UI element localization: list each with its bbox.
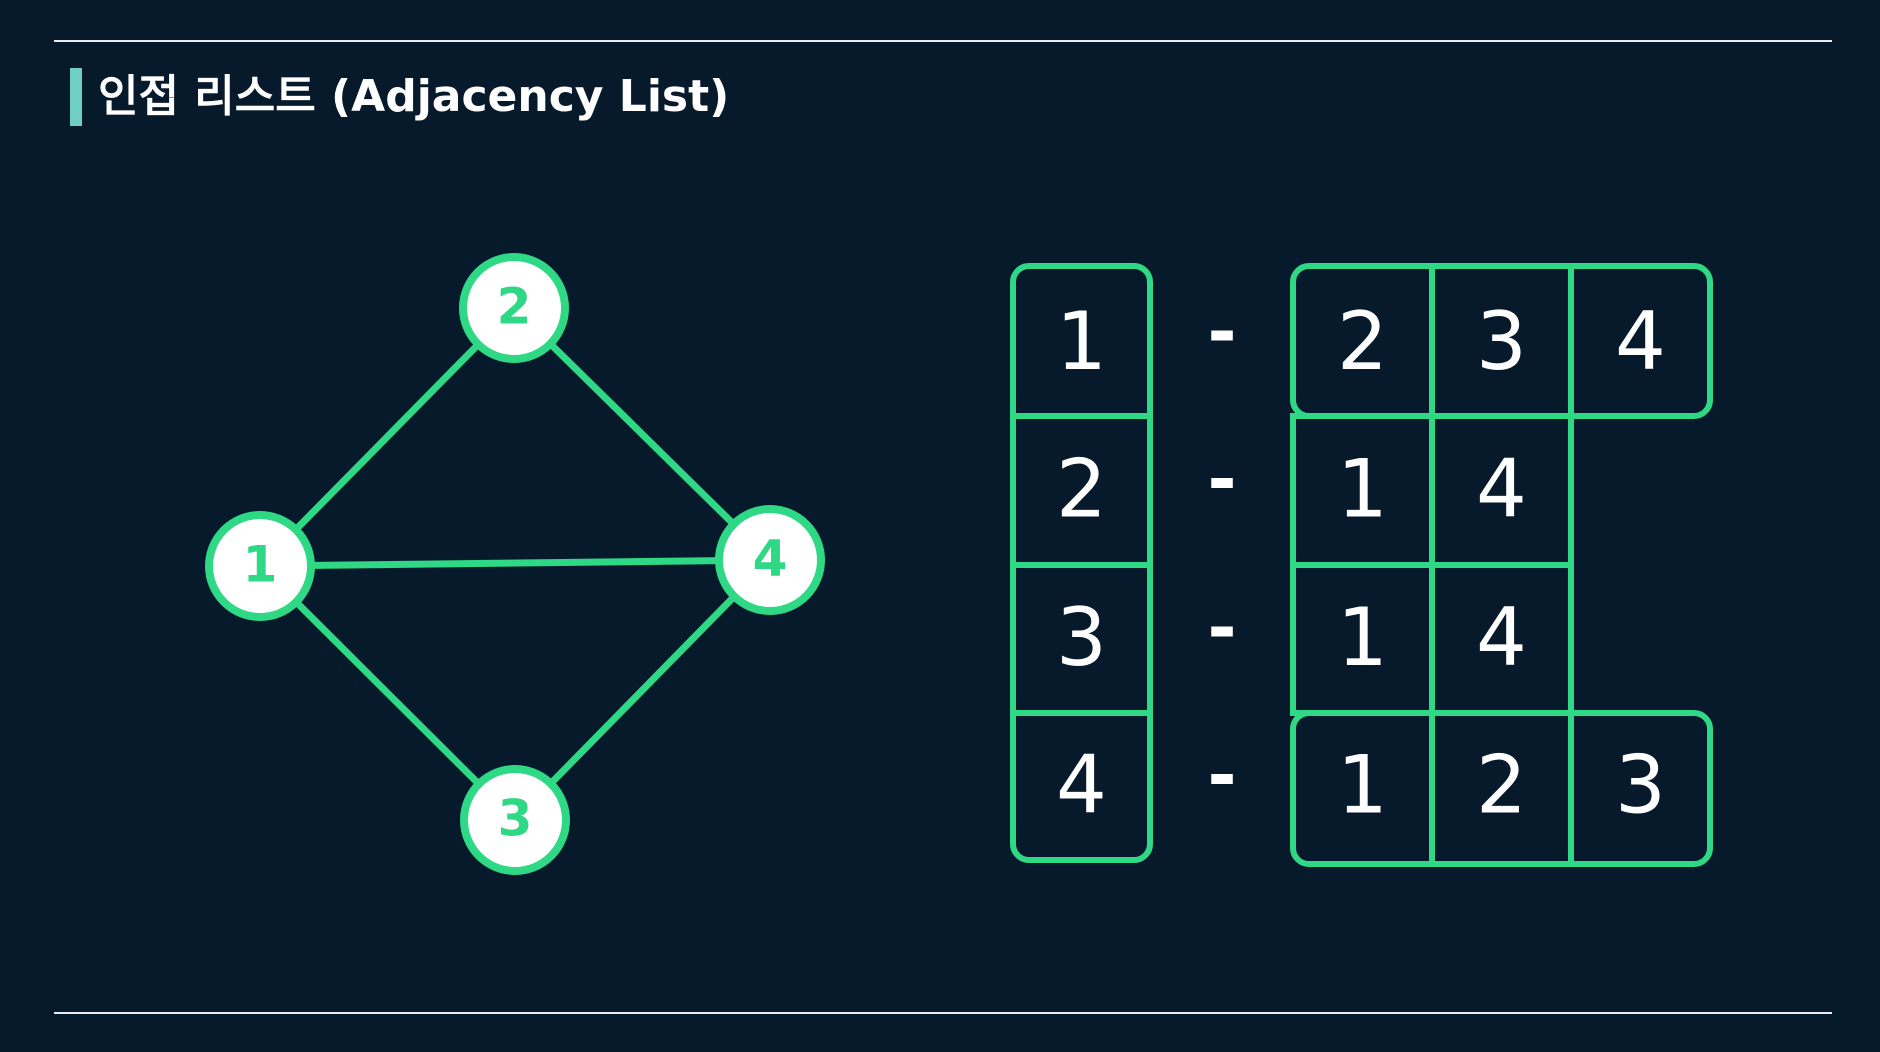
vertex-label: 2: [1056, 442, 1107, 535]
vertex-label: 4: [1056, 738, 1107, 831]
vertex-label: 3: [1056, 591, 1107, 684]
neighbor-value: 4: [1476, 591, 1527, 684]
node-2: [459, 253, 569, 363]
node-label-2: 2: [497, 278, 532, 336]
node-label-1: 1: [243, 536, 278, 594]
node-label-3: 3: [498, 790, 533, 848]
edge-1-2: [257, 305, 517, 569]
neighbor-value: 4: [1615, 295, 1666, 388]
node-1: [205, 511, 315, 621]
neighbor-value: 3: [1615, 738, 1666, 831]
neighbor-value: 2: [1476, 738, 1527, 831]
edge-1-4: [259, 556, 771, 570]
node-label-4: 4: [753, 530, 788, 588]
list-separator: -: [1207, 735, 1236, 817]
neighbor-value: 1: [1337, 591, 1388, 684]
graph: 1 2 3 4: [205, 253, 825, 875]
neighbor-value: 3: [1476, 295, 1527, 388]
neighbor-value: 4: [1476, 442, 1527, 535]
top-divider: [54, 40, 1832, 42]
edge-1-3: [257, 563, 518, 823]
list-separator: -: [1207, 291, 1236, 373]
vertex-label: 1: [1056, 295, 1107, 388]
page-title: 인접 리스트 (Adjacency List): [98, 71, 730, 122]
neighbor-value: 1: [1337, 442, 1388, 535]
node-3: [460, 765, 570, 875]
neighbor-value: 2: [1337, 295, 1388, 388]
edge-2-4: [511, 305, 773, 563]
neighbor-list-row: [1290, 710, 1713, 867]
node-4: [715, 505, 825, 615]
list-separator: -: [1207, 439, 1236, 521]
neighbor-value: 1: [1337, 738, 1388, 831]
bottom-divider: [54, 1012, 1832, 1014]
edge-3-4: [512, 557, 773, 823]
title-marker: [70, 68, 82, 126]
list-separator: -: [1207, 587, 1236, 669]
